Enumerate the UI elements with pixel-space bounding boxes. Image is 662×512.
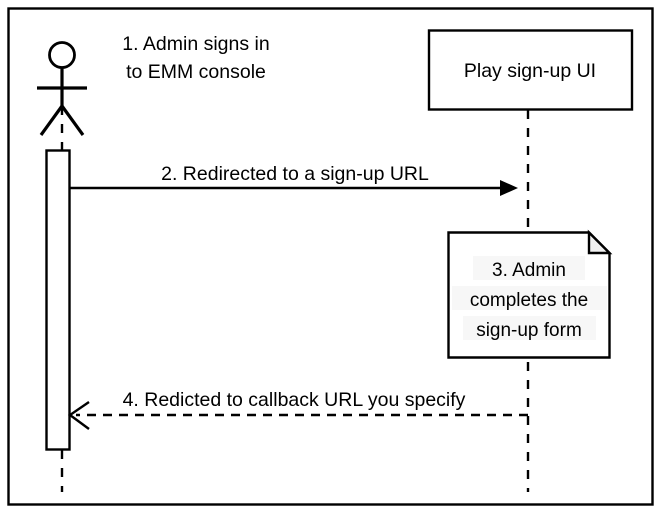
step1-label-line1: 1. Admin signs in	[122, 33, 269, 55]
message-4-arrowhead-icon	[67, 401, 90, 430]
note-3-line3: sign-up form	[476, 320, 582, 341]
note-3[interactable]	[447, 229, 613, 359]
note-3-text-highlight-3	[463, 316, 596, 340]
actor-leg-right-icon	[60, 105, 85, 136]
participant-box-play-signup-ui[interactable]	[427, 29, 634, 111]
note-3-line1: 3. Admin	[492, 260, 566, 281]
message-4-label: 4. Redicted to callback URL you specify	[123, 389, 466, 411]
actor-leg-left-icon	[39, 105, 64, 136]
participant-admin[interactable]	[37, 41, 87, 136]
note-3-fold-corner-icon	[587, 229, 613, 255]
actor-head-icon	[48, 41, 76, 69]
message-2-label: 2. Redirected to a sign-up URL	[161, 163, 429, 185]
activation-bar-admin	[45, 149, 71, 451]
diagram-frame	[7, 7, 654, 506]
step1-label-line2: to EMM console	[126, 61, 266, 83]
message-2-arrowhead-icon	[500, 180, 518, 196]
note-3-line2: completes the	[470, 290, 588, 311]
note-3-text-highlight-2	[452, 286, 607, 310]
note-3-text-highlight-1	[473, 256, 585, 280]
participant-label-play-signup-ui: Play sign-up UI	[464, 60, 596, 82]
